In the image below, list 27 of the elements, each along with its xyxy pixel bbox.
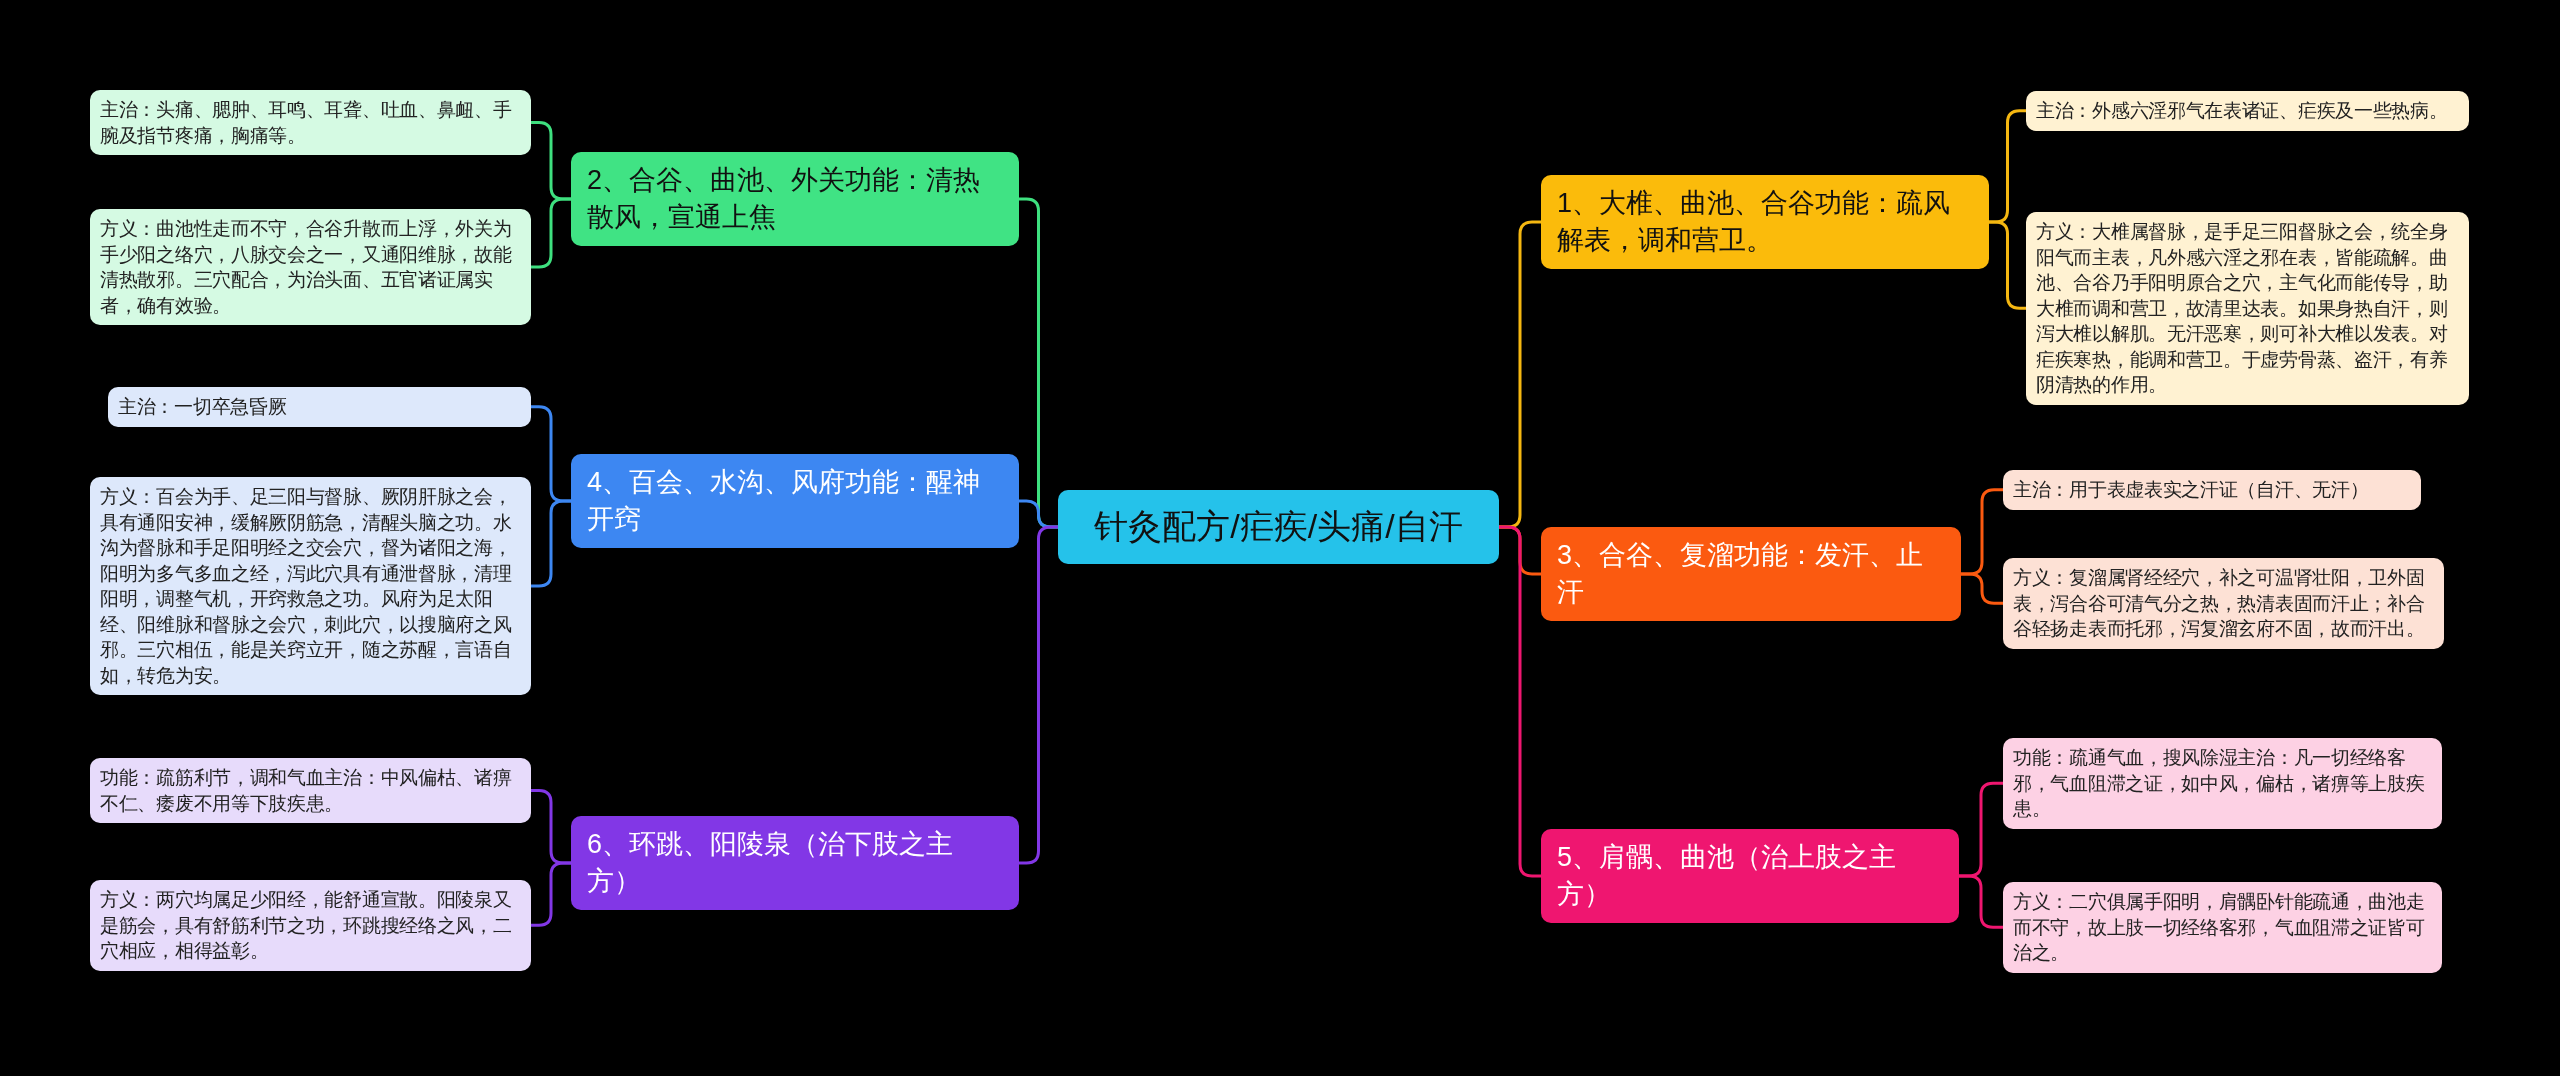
branch-topic-box: 4、百会、水沟、风府功能：醒神开窍 <box>571 454 1019 548</box>
note-box: 方义：复溜属肾经经穴，补之可温肾壮阳，卫外固表，泻合谷可清气分之热，热清表固而汗止；补合谷轻扬走表而托邪，泻复溜玄府不固，故而汗出。 <box>2003 558 2444 649</box>
note-box: 方义：两穴均属足少阳经，能舒通宣散。阳陵泉又是筋会，具有舒筋利节之功，环跳搜经络之风，二穴相应，相得益彰。 <box>90 880 531 971</box>
branch-topic-box: 1、大椎、曲池、合谷功能：疏风解表，调和营卫。 <box>1541 175 1989 269</box>
note-box: 方义：二穴俱属手阳明，肩髃卧针能疏通，曲池走而不守，故上肢一切经络客邪，气血阻滞之证皆可治之。 <box>2003 882 2442 973</box>
branch-topic-box: 3、合谷、复溜功能：发汗、止汗 <box>1541 527 1961 621</box>
connector-line <box>1961 572 2003 605</box>
note-box: 功能：疏筋利节，调和气血主治：中风偏枯、诸痹不仁、痿废不用等下肢疾患。 <box>90 758 531 823</box>
note-box: 主治：头痛、腮肿、耳鸣、耳聋、吐血、鼻衄、手腕及指节疼痛，胸痛等。 <box>90 90 531 155</box>
connector-line <box>1959 874 2003 929</box>
branch-topic-box: 2、合谷、曲池、外关功能：清热散风，宣通上焦 <box>571 152 1019 246</box>
branch-topic-box: 6、环跳、阳陵泉（治下肢之主方） <box>571 816 1019 910</box>
connector-line <box>1989 220 2026 310</box>
note-box: 主治：一切卒急昏厥 <box>108 387 531 427</box>
note-box: 主治：用于表虚表实之汗证（自汗、无汗） <box>2003 470 2421 510</box>
note-box: 方义：大椎属督脉，是手足三阳督脉之会，统全身阳气而主表，凡外感六淫之邪在表，皆能疏解。曲池、合谷乃手阳明原合之穴，主气化而能传导，助大椎而调和营卫，故清里达表。如果身热自汗，则泻大椎以解肌。无汗恶寒，则可补大椎以发表。对疟疾寒热，能调和营卫。于虚劳骨蒸、盗汗，有养阴清热的作用。 <box>2026 212 2469 405</box>
connector-line <box>531 861 571 927</box>
connector-line <box>531 499 571 588</box>
central-topic-box: 针灸配方/疟疾/头痛/自汗 <box>1058 490 1499 564</box>
connector-line <box>531 197 571 269</box>
connector-line <box>1019 525 1058 865</box>
branch-topic-box: 5、肩髃、曲池（治上肢之主方） <box>1541 829 1959 923</box>
connector-line <box>1499 525 1541 878</box>
note-box: 功能：疏通气血，搜风除湿主治：凡一切经络客邪，气血阻滞之证，如中风，偏枯，诸痹等上肢疾患。 <box>2003 738 2442 829</box>
note-box: 方义：曲池性走而不守，合谷升散而上浮，外关为手少阳之络穴，八脉交会之一，又通阳维脉，故能清热散邪。三穴配合，为治头面、五官诸证属实者，确有效验。 <box>90 209 531 325</box>
note-box: 方义：百会为手、足三阳与督脉、厥阴肝脉之会，具有通阳安神，缓解厥阴筋急，清醒头脑之功。水沟为督脉和手足阳明经之交会穴，督为诸阳之海，阳明为多气多血之经，泻此穴具有通泄督脉，清理阳明，调整气机，开窍救急之功。风府为足太阳经、阳维脉和督脉之会穴，刺此穴，以搜脑府之风邪。三穴相伍，能是关窍立开，随之苏醒，言语自如，转危为安。 <box>90 477 531 695</box>
note-box: 主治：外感六淫邪气在表诸证、疟疾及一些热病。 <box>2026 91 2469 131</box>
